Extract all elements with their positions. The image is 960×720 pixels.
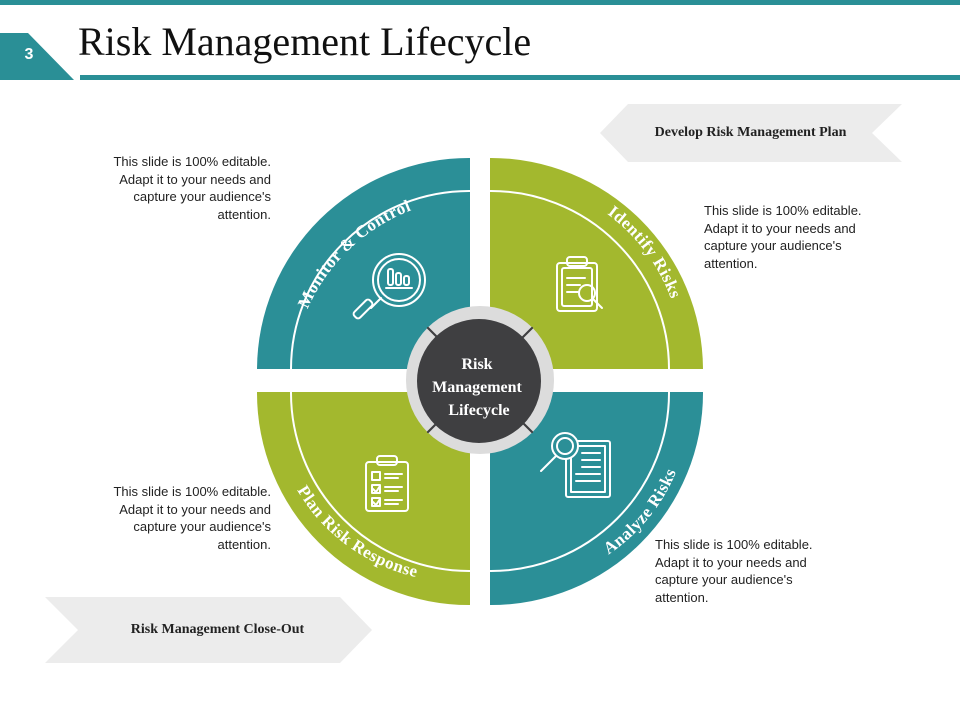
magnifier-chart-icon	[352, 253, 426, 320]
callout-monitor: This slide is 100% editable. Adapt it to…	[113, 154, 271, 222]
checklist-icon	[365, 455, 409, 512]
top-accent-bar	[0, 0, 960, 5]
callout-plan: This slide is 100% editable. Adapt it to…	[113, 484, 271, 552]
slide-number: 3	[24, 46, 34, 63]
slide-title: Risk Management Lifecycle	[78, 19, 532, 64]
clipboard-search-icon	[556, 256, 603, 312]
hub-label: Risk Management Lifecycle	[432, 356, 526, 419]
document-search-icon	[540, 432, 611, 498]
banner-top-label: Develop Risk Management Plan	[654, 125, 847, 140]
callout-analyze: This slide is 100% editable. Adapt it to…	[655, 537, 813, 605]
hub-circle	[417, 319, 541, 443]
banner-bottom-label: Risk Management Close-Out	[130, 622, 305, 637]
banner-top	[600, 104, 902, 162]
title-underline	[80, 75, 960, 80]
slide-number-tab	[0, 33, 74, 80]
banner-bottom	[45, 597, 372, 663]
callout-identify: This slide is 100% editable. Adapt it to…	[704, 203, 862, 271]
